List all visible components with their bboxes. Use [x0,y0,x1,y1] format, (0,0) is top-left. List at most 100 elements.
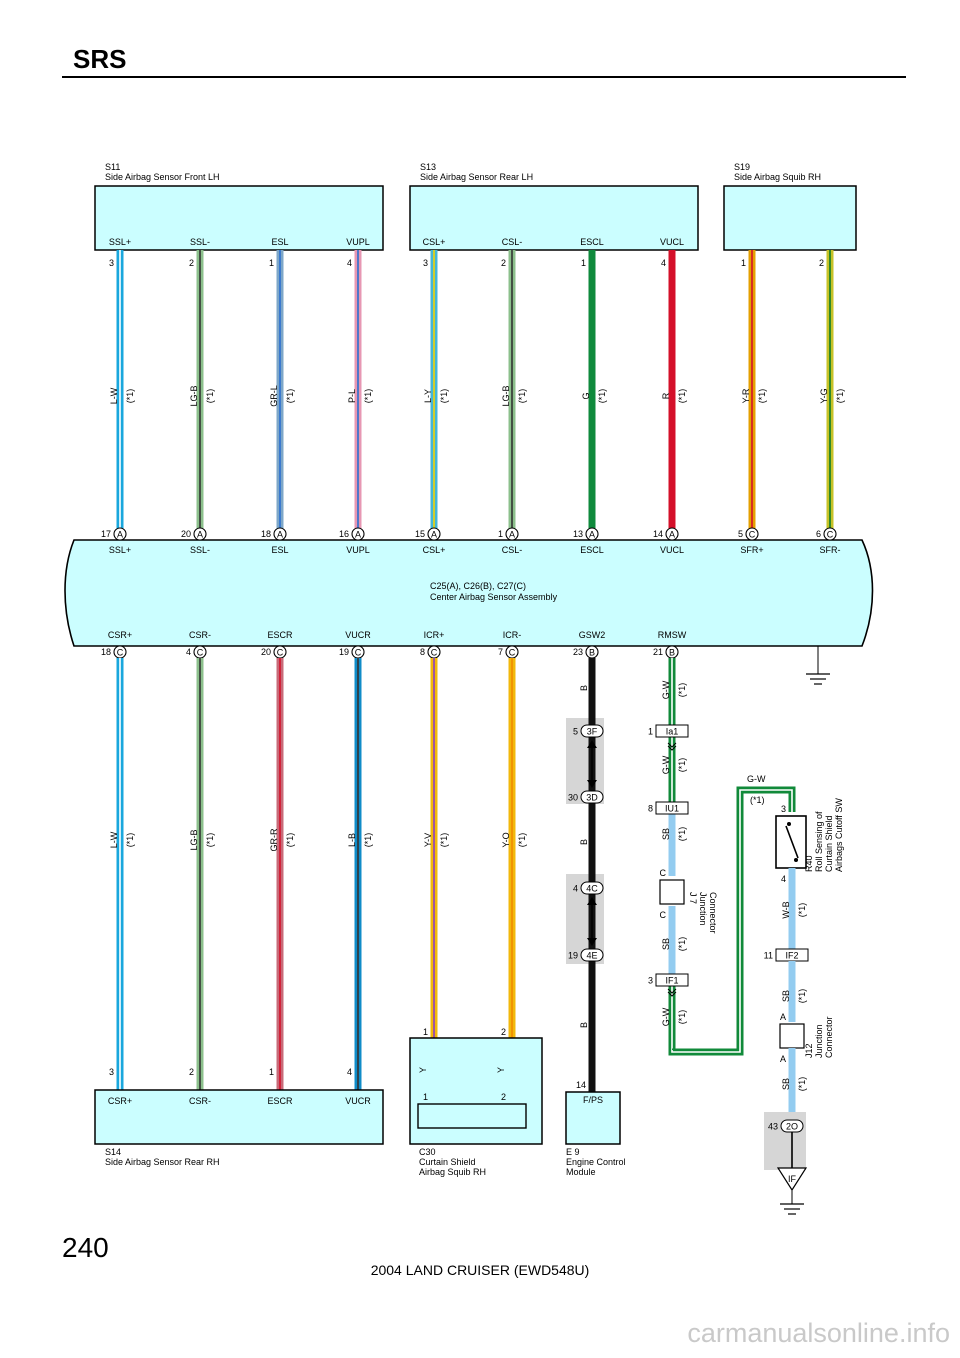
wire-gw-loop-stripe [671,789,793,1053]
gw-chevron-icon [667,742,677,751]
s14-pin-label: VUCR [345,1096,371,1106]
center-bottom-pin-number: 19 [339,647,349,657]
e9-arrow-head-2a [587,897,597,905]
j12-pin-bottom: A [780,1054,786,1064]
center-top-pin-label: VUPL [346,545,370,555]
wire-S19-1-color-label: Y-G [819,388,829,403]
wire-c30-0-note-label: (*1) [439,833,449,848]
center-top-pin-label: VUCL [660,545,684,555]
watermark: carmanualsonline.info [687,1318,950,1348]
gw-wire-1-note-label: (*1) [677,758,687,773]
wire-s14-0-color-label: L-W [109,831,119,848]
r40-loop-wire-label: G-W [747,774,766,784]
c30-name-line2: Airbag Squib RH [419,1167,486,1177]
center-top-pin-label: SFR+ [740,545,763,555]
center-bottom-pin-label: CSR+ [108,630,132,640]
module-pin-number: 3 [423,258,428,268]
footer-model: 2004 LAND CRUISER (EWD548U) [370,1262,590,1278]
center-top-pin-number: 14 [653,529,663,539]
s14-box [94,1089,384,1145]
center-top-pin-number: 17 [101,529,111,539]
r40-label-4: Airbags Cutoff SW [834,798,844,872]
center-bottom-pin-number: 20 [261,647,271,657]
r40-pin-top: 3 [781,804,786,814]
e9-connector-id: 4C [586,884,598,894]
s14-pin-label: CSR- [189,1096,211,1106]
r40-label-2: Roll Sensing of [814,811,824,872]
gw-chevron-icon [667,988,677,997]
s14-code: S14 [105,1147,121,1157]
wire-r40-1-color-label: W-B [781,901,791,918]
r40-switch-blade [785,825,799,859]
r40-splice-connector-id: 2O [786,1122,798,1132]
center-bottom-pin-label: ICR+ [424,630,445,640]
r40-switch-contact [794,858,798,862]
wire-S13-3-note-label: (*1) [677,389,687,404]
wire-r40-3-color-label: SB [781,1078,791,1090]
center-top-pin-label: ESCL [580,545,604,555]
wire-S13-0-color-label: L-Y [423,389,433,403]
e9-arrow-head-1a [587,740,597,748]
module-pin-number: 4 [347,258,352,268]
j7-junction-box [659,879,685,905]
e9-connector [580,790,604,804]
center-top-pin-number: 13 [573,529,583,539]
center-top-pin-number: 6 [816,529,821,539]
wire-s14-3-note-label: (*1) [363,833,373,848]
e9-connector-num: 19 [568,951,578,961]
center-bottom-pin-badge-letter: C [277,648,284,658]
s14-pin-number: 3 [109,1067,114,1077]
module-pin-number: 1 [269,258,274,268]
wire-c30-1-note-label: (*1) [517,833,527,848]
wire-s14-2-color-label: GR-R [269,828,279,851]
s14-pin-label: CSR+ [108,1096,132,1106]
wire-s14-3-color-label: L-B [347,833,357,847]
center-top-pin-badge [113,527,127,541]
center-top-pin-badge-letter: A [197,530,203,540]
center-top-pin-badge [193,527,207,541]
e9-name-line1: Engine Control [566,1157,626,1167]
center-top-pin-number: 16 [339,529,349,539]
wire-r40-1-note-label: (*1) [797,903,807,918]
j7-label-3: Connector [708,892,718,934]
r40-pin-bottom: 4 [781,874,786,884]
r40-loop-wire-note: (*1) [750,795,765,805]
e9-connector [580,724,604,738]
gw-wire-3-color-label: SB [661,938,671,950]
center-bottom-pin-label: GSW2 [579,630,606,640]
center-bottom-pin-badge-letter: B [669,648,675,658]
module-name-S11: Side Airbag Sensor Front LH [105,172,220,182]
gw-wire-2-note-label: (*1) [677,827,687,842]
gw-wire-4-color-label: G-W [661,1007,671,1026]
gw-wire-0-color-label: G-W [661,680,671,699]
center-top-pin-badge-letter: A [589,530,595,540]
j12-label-2: Junction [814,1024,824,1058]
center-bottom-pin-label: CSR- [189,630,211,640]
center-bottom-pin-badge-letter: C [509,648,516,658]
gw-connector-num: 1 [648,727,653,737]
e9-connector-id: 3F [587,727,598,737]
module-code-S19: S19 [734,162,750,172]
center-top-pin-badge-letter: A [431,530,437,540]
center-bottom-pin-label: ESCR [267,630,293,640]
s14-name: Side Airbag Sensor Rear RH [105,1157,220,1167]
module-pin-number: 3 [109,258,114,268]
s14-pin-label: ESCR [267,1096,293,1106]
center-top-pin-label: SSL- [190,545,210,555]
center-top-pin-badge-letter: A [117,530,123,540]
c30-squib-box [417,1103,527,1129]
wire-S13-2-note-label: (*1) [597,389,607,404]
r40-connector-id: IF2 [785,951,798,961]
module-name-S13: Side Airbag Sensor Rear LH [420,172,533,182]
wire-S11-0-note-label: (*1) [125,389,135,404]
center-bottom-pin-badge-letter: C [197,648,204,658]
module-box-S11 [94,185,384,251]
wire-S13-3-color-label: R [661,392,671,399]
center-bottom-pin-badge-letter: C [355,648,362,658]
center-bottom-pin-label: VUCR [345,630,371,640]
wire-S11-3-note-label: (*1) [363,389,373,404]
s14-pin-number: 1 [269,1067,274,1077]
center-name-line1: C25(A), C26(B), C27(C) [430,581,526,591]
s14-pin-number: 2 [189,1067,194,1077]
